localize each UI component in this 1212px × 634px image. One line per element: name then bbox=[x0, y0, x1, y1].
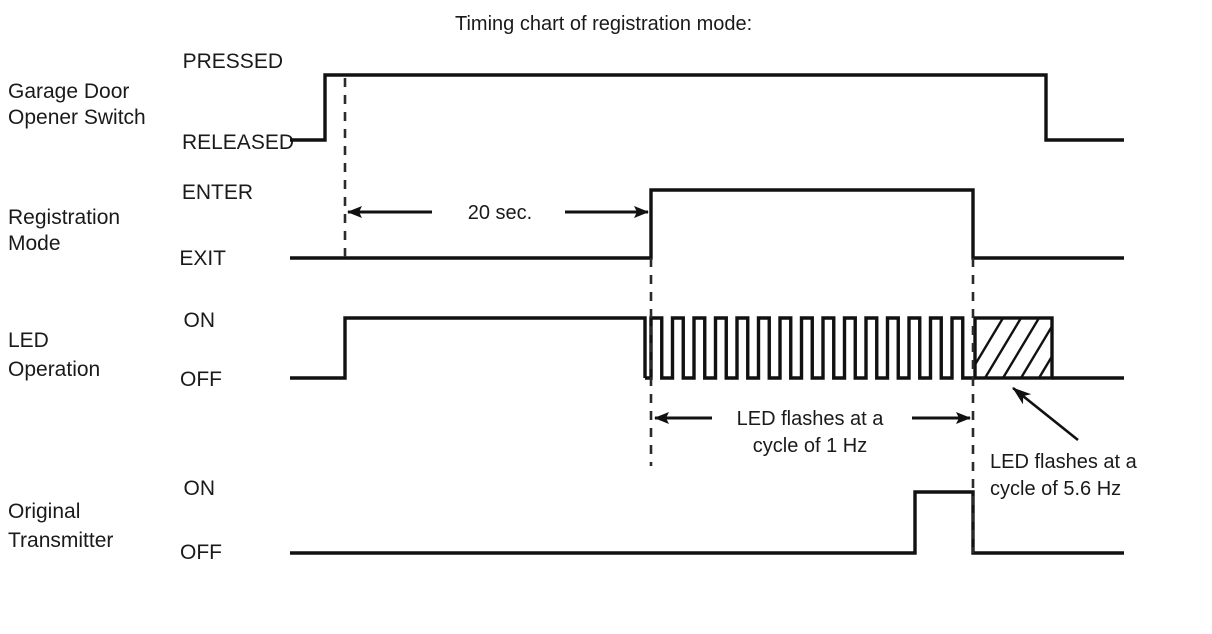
state-label-exit: EXIT bbox=[179, 247, 226, 270]
led-hatched-burst-block bbox=[973, 316, 1054, 380]
waveform-led-pulse-train-1hz bbox=[645, 316, 975, 380]
state-label-released: RELEASED bbox=[182, 131, 294, 154]
callout-arrow-5p6hz bbox=[1012, 386, 1079, 442]
state-label-transmitter-on: ON bbox=[184, 477, 216, 500]
signal-row-garage-door-opener-switch: Garage Door Opener Switch PRESSED RELEAS… bbox=[8, 50, 1124, 154]
waveform-original-transmitter bbox=[290, 490, 1124, 555]
state-label-led-on: ON bbox=[184, 309, 216, 332]
signal-row-registration-mode: Registration Mode ENTER EXIT bbox=[8, 181, 1124, 270]
waveform-garage-door-opener-switch bbox=[290, 73, 1124, 142]
waveform-led-steady-on bbox=[290, 316, 647, 380]
page-title: Timing chart of registration mode: bbox=[455, 13, 752, 35]
annotation-led-1hz-line1: LED flashes at a bbox=[737, 408, 885, 430]
signal-label-original-transmitter-line1: Original bbox=[8, 500, 80, 523]
signal-label-registration-mode-line1: Registration bbox=[8, 206, 120, 229]
state-label-pressed: PRESSED bbox=[183, 50, 283, 73]
annotation-20-sec: 20 sec. bbox=[347, 202, 649, 224]
signal-row-led-operation: LED Operation ON OFF bbox=[8, 309, 1124, 391]
annotation-led-1hz-line2: cycle of 1 Hz bbox=[753, 435, 867, 457]
signal-label-registration-mode-line2: Mode bbox=[8, 232, 61, 255]
annotation-led-5p6hz-line2: cycle of 5.6 Hz bbox=[990, 478, 1121, 500]
annotation-20-sec-label: 20 sec. bbox=[468, 202, 532, 224]
state-label-transmitter-off: OFF bbox=[180, 541, 222, 564]
annotation-led-1hz: LED flashes at a cycle of 1 Hz bbox=[654, 408, 971, 457]
state-label-enter: ENTER bbox=[182, 181, 253, 204]
signal-label-led-operation-line1: LED bbox=[8, 329, 49, 352]
signal-label-led-operation-line2: Operation bbox=[8, 358, 100, 381]
annotation-led-5p6hz-line1: LED flashes at a bbox=[990, 451, 1138, 473]
state-label-led-off: OFF bbox=[180, 368, 222, 391]
signal-label-garage-door-opener-switch-line1: Garage Door bbox=[8, 80, 129, 103]
signal-row-original-transmitter: Original Transmitter ON OFF bbox=[8, 477, 1124, 564]
signal-label-original-transmitter-line2: Transmitter bbox=[8, 529, 113, 552]
waveform-registration-mode bbox=[290, 188, 1124, 260]
signal-label-garage-door-opener-switch-line2: Opener Switch bbox=[8, 106, 146, 129]
annotation-led-5p6hz: LED flashes at a cycle of 5.6 Hz bbox=[990, 386, 1138, 500]
